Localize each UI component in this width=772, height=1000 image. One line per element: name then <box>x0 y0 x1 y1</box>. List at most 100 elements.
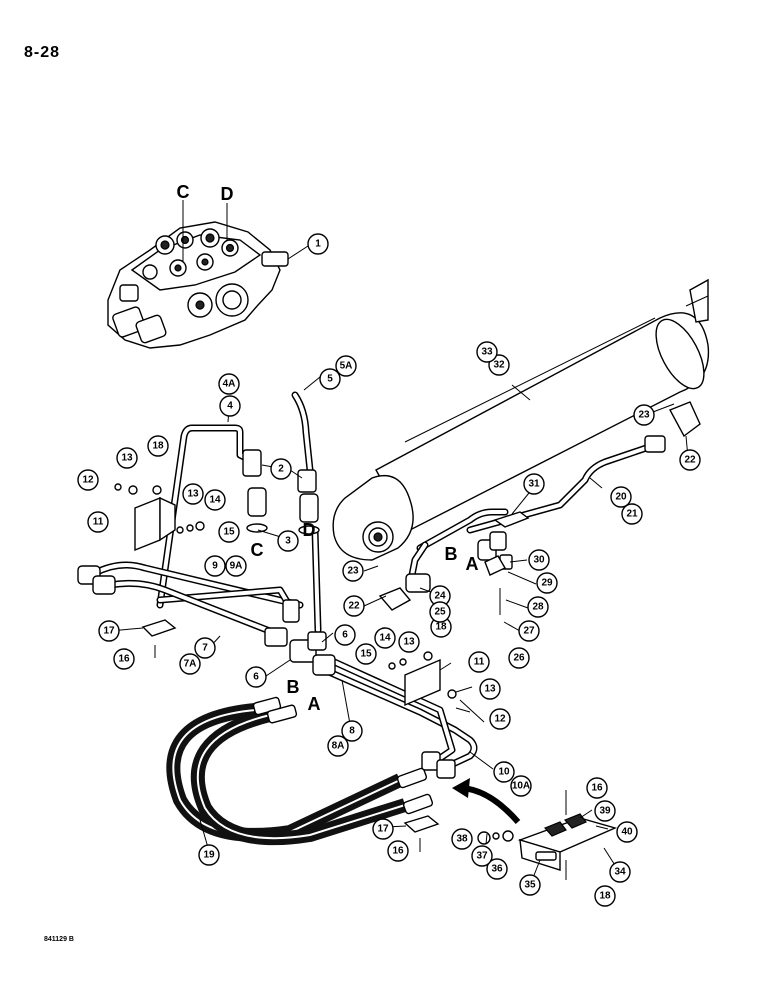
svg-text:28: 28 <box>532 602 544 613</box>
tubes <box>91 391 659 774</box>
port-label-c-top: C <box>177 182 190 202</box>
svg-text:34: 34 <box>614 867 626 878</box>
svg-text:12: 12 <box>82 475 94 486</box>
svg-text:18: 18 <box>152 441 164 452</box>
callout-39: 39 <box>594 800 616 822</box>
callout-40: 40 <box>616 821 638 843</box>
svg-text:24: 24 <box>434 591 446 602</box>
callout-22a: 22 <box>679 449 701 471</box>
callout-23a: 23 <box>633 404 655 426</box>
port-label-b-cyl: B <box>445 544 458 564</box>
callout-14a: 14 <box>204 489 226 511</box>
svg-text:33: 33 <box>481 347 493 358</box>
svg-text:6: 6 <box>342 630 348 641</box>
figure-code: 841129 B <box>44 936 74 943</box>
svg-text:7: 7 <box>202 643 208 654</box>
port-label-d-top: D <box>221 184 234 204</box>
callout-1: 1 <box>307 233 329 255</box>
callout-21: 21 <box>621 503 643 525</box>
svg-text:20: 20 <box>615 492 627 503</box>
svg-text:38: 38 <box>456 834 468 845</box>
callout-16c: 16 <box>387 840 409 862</box>
callout-38: 38 <box>451 828 473 850</box>
callout-12b: 12 <box>489 708 511 730</box>
svg-text:27: 27 <box>523 626 535 637</box>
callout-28: 28 <box>527 596 549 618</box>
callout-23b: 23 <box>342 560 364 582</box>
callout-6b: 6 <box>245 666 267 688</box>
svg-text:3: 3 <box>285 536 291 547</box>
svg-text:22: 22 <box>348 601 360 612</box>
svg-text:13: 13 <box>121 453 133 464</box>
callout-9a: 9A <box>225 555 247 577</box>
callout-5: 5 <box>319 368 341 390</box>
callout-10a: 10A <box>510 775 532 797</box>
svg-text:8A: 8A <box>332 741 345 752</box>
svg-text:18: 18 <box>599 891 611 902</box>
svg-text:11: 11 <box>93 517 104 528</box>
port-labels: C D C D B A B A <box>177 182 479 714</box>
callout-8: 8 <box>341 720 363 742</box>
callout-35: 35 <box>519 874 541 896</box>
svg-text:14: 14 <box>209 495 221 506</box>
callout-20: 20 <box>610 486 632 508</box>
callout-27: 27 <box>518 620 540 642</box>
svg-text:13: 13 <box>187 489 199 500</box>
svg-text:13: 13 <box>484 684 496 695</box>
svg-text:16: 16 <box>392 846 404 857</box>
svg-text:22: 22 <box>684 455 696 466</box>
svg-text:9: 9 <box>212 561 218 572</box>
svg-text:17: 17 <box>103 626 115 637</box>
fittings <box>77 401 701 779</box>
callout-18b: 18 <box>430 616 452 638</box>
svg-text:32: 32 <box>493 360 505 371</box>
hoses <box>166 696 434 846</box>
svg-text:6: 6 <box>253 672 259 683</box>
callout-15a: 15 <box>218 521 240 543</box>
svg-text:10: 10 <box>498 767 510 778</box>
callout-34: 34 <box>609 861 631 883</box>
callout-36: 36 <box>486 858 508 880</box>
callout-7: 7 <box>194 637 216 659</box>
svg-text:1: 1 <box>315 239 321 250</box>
svg-text:12: 12 <box>494 714 506 725</box>
callout-2: 2 <box>270 458 292 480</box>
callout-3: 3 <box>277 530 299 552</box>
page-number: 8-28 <box>24 44 61 61</box>
callout-10: 10 <box>493 761 515 783</box>
svg-text:10A: 10A <box>512 781 530 792</box>
svg-text:36: 36 <box>491 864 503 875</box>
svg-text:21: 21 <box>626 509 638 520</box>
callout-15b: 15 <box>355 643 377 665</box>
callout-26: 26 <box>508 647 530 669</box>
port-label-a-cyl: A <box>466 554 479 574</box>
callout-18c: 18 <box>594 885 616 907</box>
svg-text:23: 23 <box>638 410 650 421</box>
control-valve <box>107 200 309 349</box>
svg-text:11: 11 <box>474 657 485 668</box>
callout-9: 9 <box>204 555 226 577</box>
svg-text:39: 39 <box>599 806 611 817</box>
svg-text:37: 37 <box>476 851 488 862</box>
svg-text:5: 5 <box>327 374 333 385</box>
svg-text:23: 23 <box>347 566 359 577</box>
callout-4a: 4A <box>218 373 240 395</box>
svg-text:7A: 7A <box>184 659 197 670</box>
callout-33: 33 <box>476 341 498 363</box>
callout-13a: 13 <box>116 447 138 469</box>
svg-text:14: 14 <box>379 633 391 644</box>
callout-4: 4 <box>219 395 241 417</box>
callout-29: 29 <box>536 572 558 594</box>
svg-text:16: 16 <box>591 783 603 794</box>
svg-text:16: 16 <box>118 654 130 665</box>
callout-16b: 16 <box>586 777 608 799</box>
callout-17a: 17 <box>98 620 120 642</box>
svg-text:5A: 5A <box>340 361 353 372</box>
brackets-hardware <box>114 483 618 880</box>
svg-text:13: 13 <box>403 637 415 648</box>
callout-31: 31 <box>523 473 545 495</box>
svg-text:15: 15 <box>223 527 235 538</box>
callout-17b: 17 <box>372 818 394 840</box>
callout-11b: 11 <box>468 651 490 673</box>
